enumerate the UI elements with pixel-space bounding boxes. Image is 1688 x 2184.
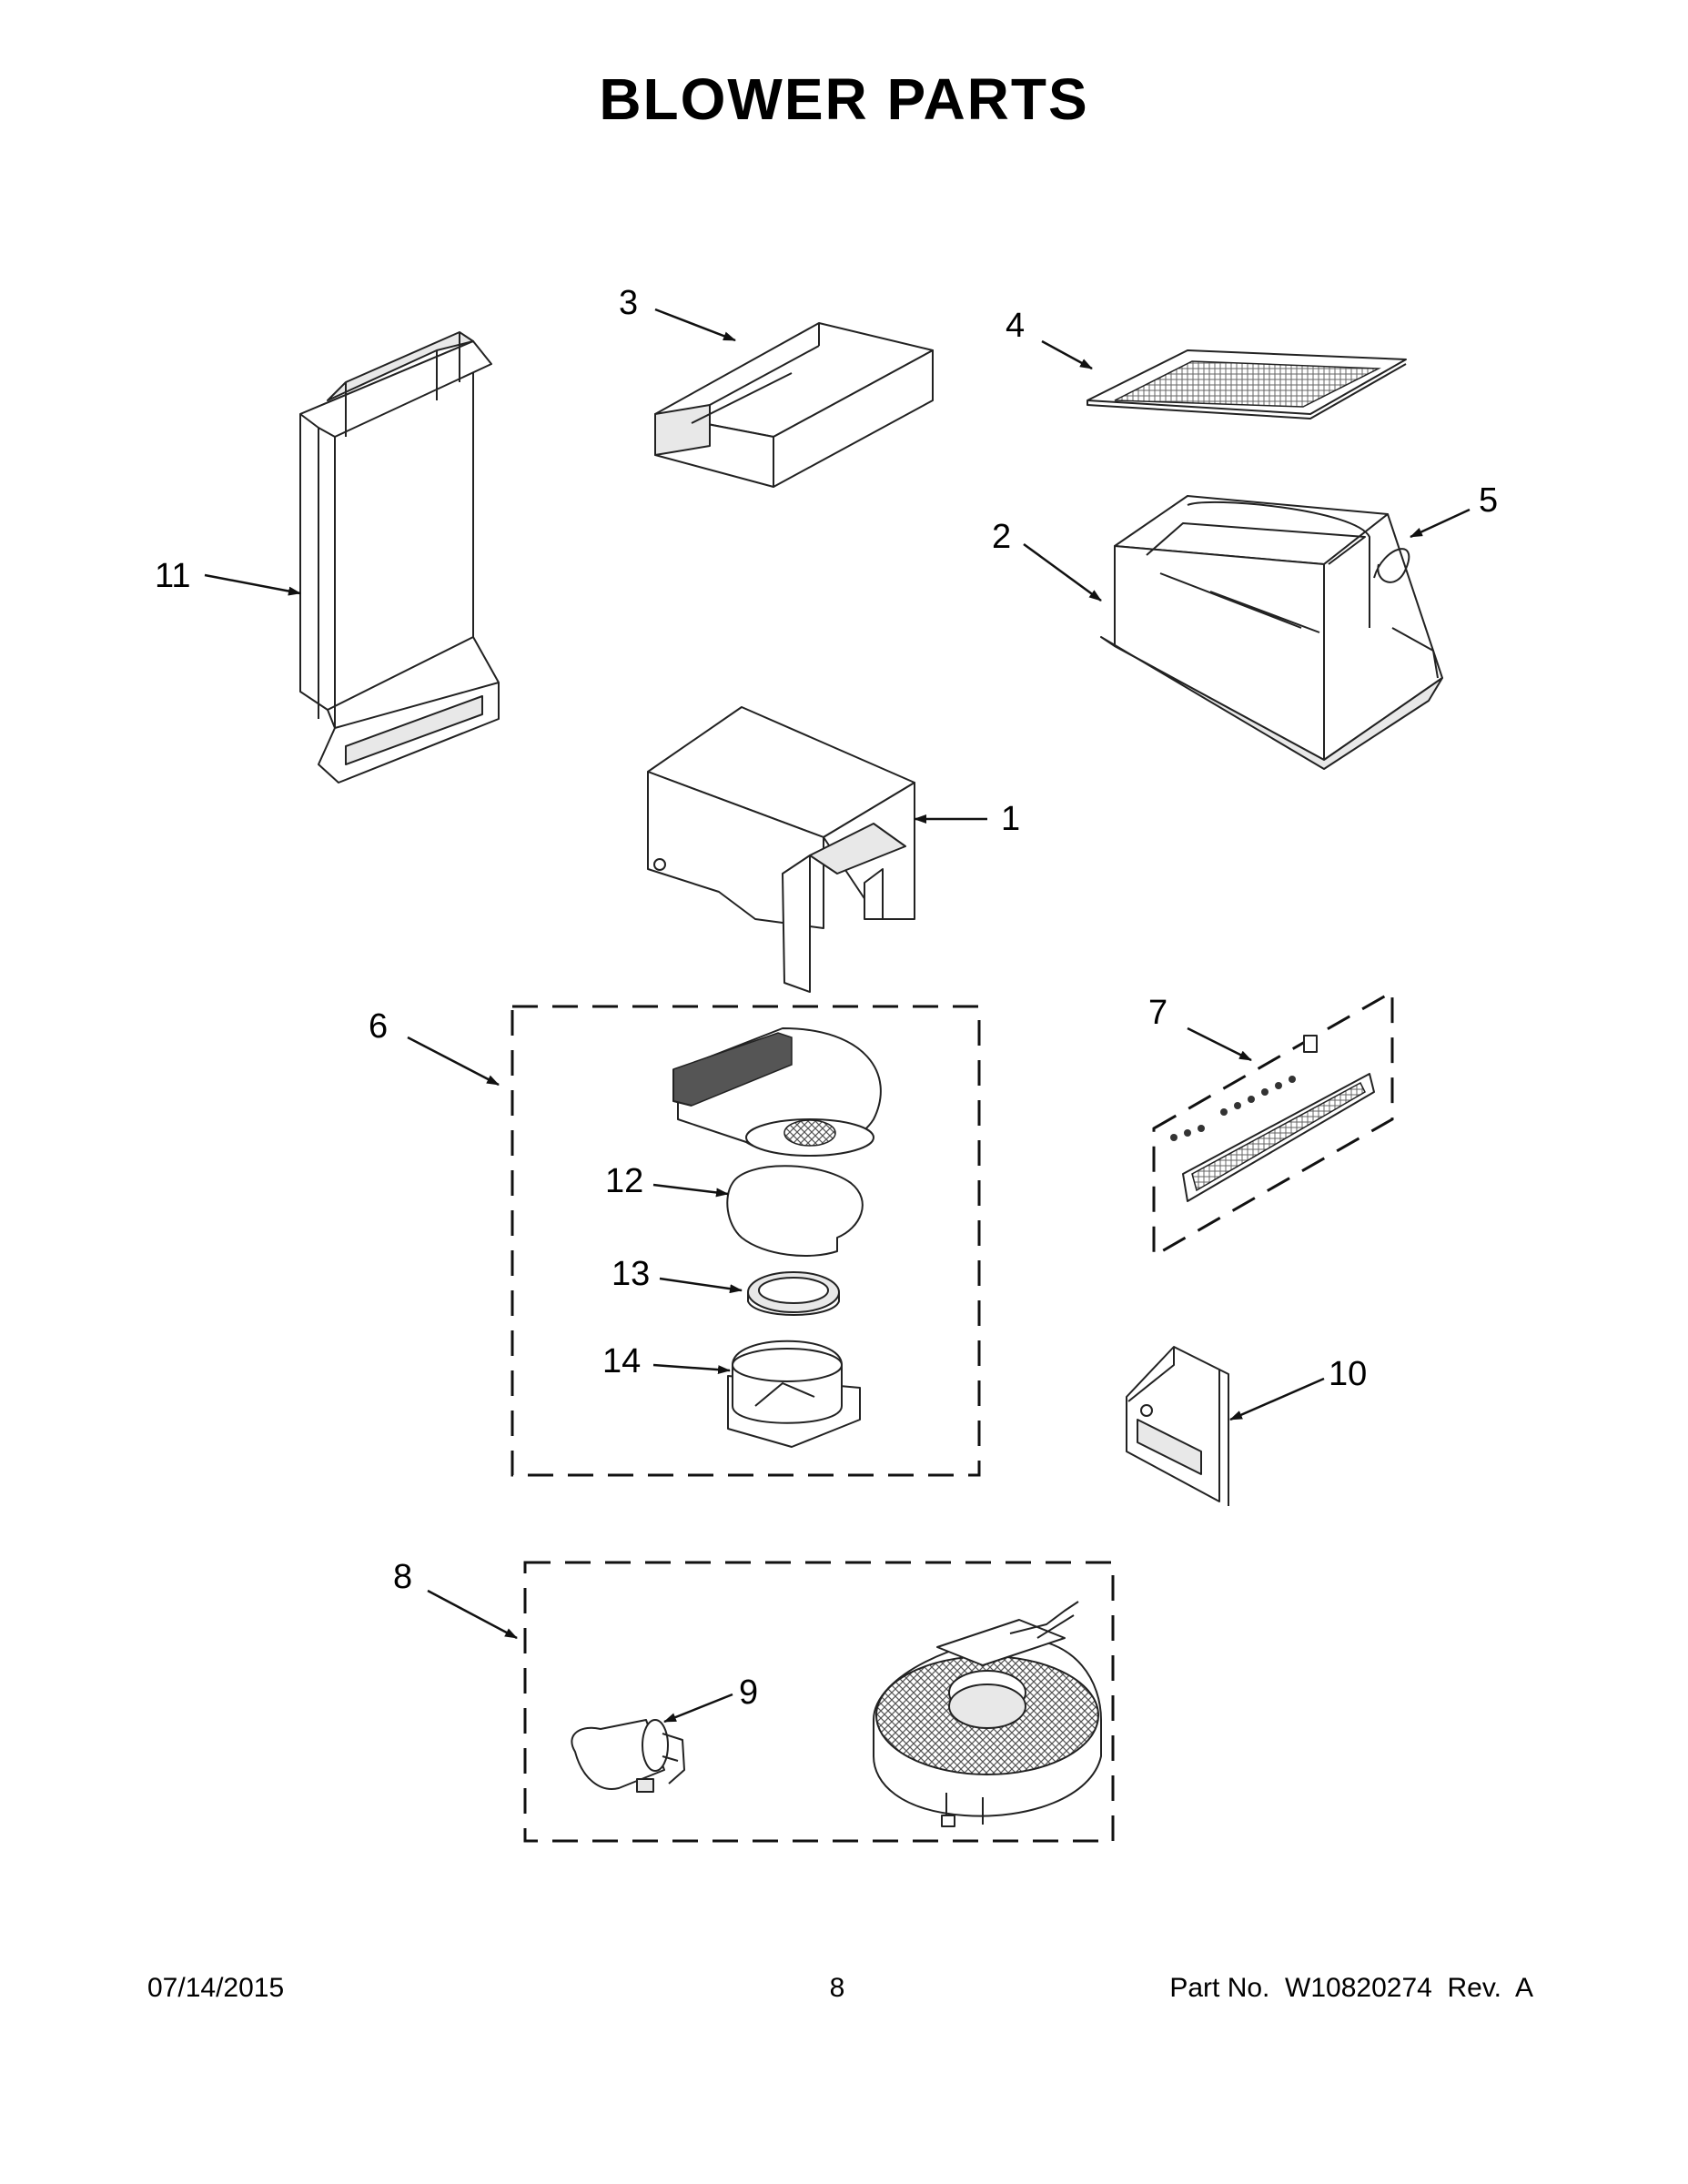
leader-line-8 (427, 1589, 518, 1640)
leader-line-7 (1187, 1026, 1252, 1062)
leader-line-5 (1410, 508, 1471, 539)
callout-11: 11 (155, 557, 190, 595)
part-12-clip-ring (726, 1165, 864, 1257)
leader-line-9 (663, 1693, 733, 1724)
part-2-housing-box (1100, 495, 1443, 770)
callout-2: 2 (992, 518, 1011, 556)
part-4-filter (1087, 349, 1407, 420)
leader-line-3 (654, 308, 736, 342)
callout-4: 4 (1006, 307, 1025, 345)
leader-line-12 (652, 1183, 729, 1198)
leader-line-11 (204, 573, 301, 596)
callout-14: 14 (602, 1342, 641, 1380)
group-7-outline (1152, 989, 1394, 1259)
callout-6: 6 (369, 1007, 388, 1046)
footer-date: 07/14/2015 (147, 1973, 285, 2003)
callout-9: 9 (739, 1673, 758, 1712)
part-14-collar-adapter (727, 1340, 861, 1448)
group-8-outline (523, 1561, 1115, 1843)
leader-line-10 (1229, 1377, 1325, 1421)
page-title: BLOWER PARTS (599, 66, 1089, 132)
group-6-outline (510, 1005, 981, 1477)
footer-part-number: Part No. W10820274 Rev. A (1169, 1973, 1533, 2003)
leader-line-14 (652, 1363, 731, 1375)
part-11-duct-channel (299, 331, 500, 784)
leader-line-4 (1041, 339, 1093, 370)
callout-10: 10 (1329, 1355, 1367, 1393)
part-10-bracket (1126, 1346, 1229, 1506)
part-1-cover-bracket (647, 706, 915, 993)
leader-line-2 (1023, 542, 1102, 602)
callout-7: 7 (1148, 994, 1167, 1032)
callout-1: 1 (1001, 800, 1020, 838)
callout-13: 13 (612, 1255, 650, 1293)
leader-line-6 (407, 1036, 500, 1087)
part-13-gasket (747, 1271, 840, 1316)
part-7-vent-grille-kit (1170, 1035, 1375, 1202)
part-8-blower-motor-assembly (873, 1601, 1102, 1827)
part-6-blower-plate (672, 1027, 882, 1157)
callout-3: 3 (619, 284, 638, 322)
leader-line-13 (659, 1277, 743, 1294)
callout-8: 8 (393, 1558, 412, 1596)
part-3-duct-transition (654, 322, 934, 488)
part-9-capacitor (571, 1719, 685, 1793)
callout-5: 5 (1479, 481, 1498, 520)
footer-page-number: 8 (829, 1973, 845, 2003)
callout-12: 12 (605, 1162, 643, 1200)
